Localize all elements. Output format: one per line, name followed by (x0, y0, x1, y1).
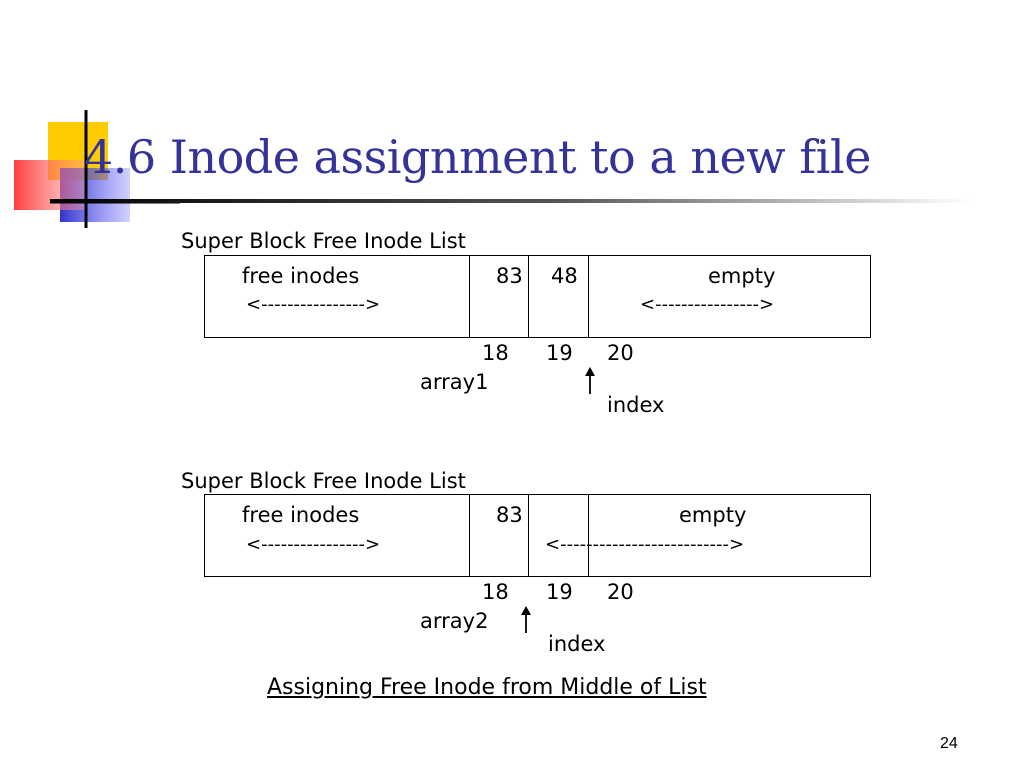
diagram2-cell-divider (588, 494, 589, 577)
diagram2-free-arrow: <----------------> (246, 534, 381, 555)
diagram1-index-label: index (607, 393, 665, 417)
diagram2-list-box (204, 494, 871, 577)
diagram2-index-number: 20 (607, 580, 634, 604)
diagram1-array-label: array1 (420, 370, 489, 394)
diagram1-list-box (204, 255, 871, 338)
diagram2-cell-value: 83 (496, 503, 523, 527)
diagram2-empty-label: empty (679, 503, 747, 527)
diagram2-index-number: 19 (546, 580, 573, 604)
diagram1-pointer-arrow (582, 367, 598, 395)
diagram2-pointer-arrow (518, 606, 534, 634)
diagram1-index-number: 20 (607, 341, 634, 365)
diagram2-cell-divider (469, 494, 470, 577)
diagram1-free-label: free inodes (242, 264, 360, 288)
diagram2-index-number: 18 (482, 580, 509, 604)
diagram1-index-number: 18 (482, 341, 509, 365)
diagram1-cell-divider (469, 255, 470, 338)
diagram1-index-number: 19 (546, 341, 573, 365)
diagram2-cell-divider (528, 494, 529, 577)
page-number: 24 (940, 735, 958, 752)
slide-caption: Assigning Free Inode from Middle of List (267, 675, 707, 700)
diagram2-free-label: free inodes (242, 503, 360, 527)
title-rule (50, 199, 970, 203)
diagram1-cell-value: 48 (551, 264, 578, 288)
diagram2-heading: Super Block Free Inode List (181, 469, 466, 493)
diagram2-array-label: array2 (420, 609, 489, 633)
slide-title: 4.6 Inode assignment to a new file (84, 130, 871, 184)
diagram1-cell-divider (528, 255, 529, 338)
diagram1-empty-label: empty (708, 264, 776, 288)
diagram1-heading: Super Block Free Inode List (181, 229, 466, 253)
diagram2-index-label: index (548, 632, 606, 656)
diagram2-empty-arrow: <--------------------------> (545, 534, 745, 555)
diagram1-cell-value: 83 (496, 264, 523, 288)
diagram1-cell-divider (588, 255, 589, 338)
diagram1-empty-arrow: <----------------> (640, 294, 775, 315)
diagram1-free-arrow: <----------------> (246, 294, 381, 315)
